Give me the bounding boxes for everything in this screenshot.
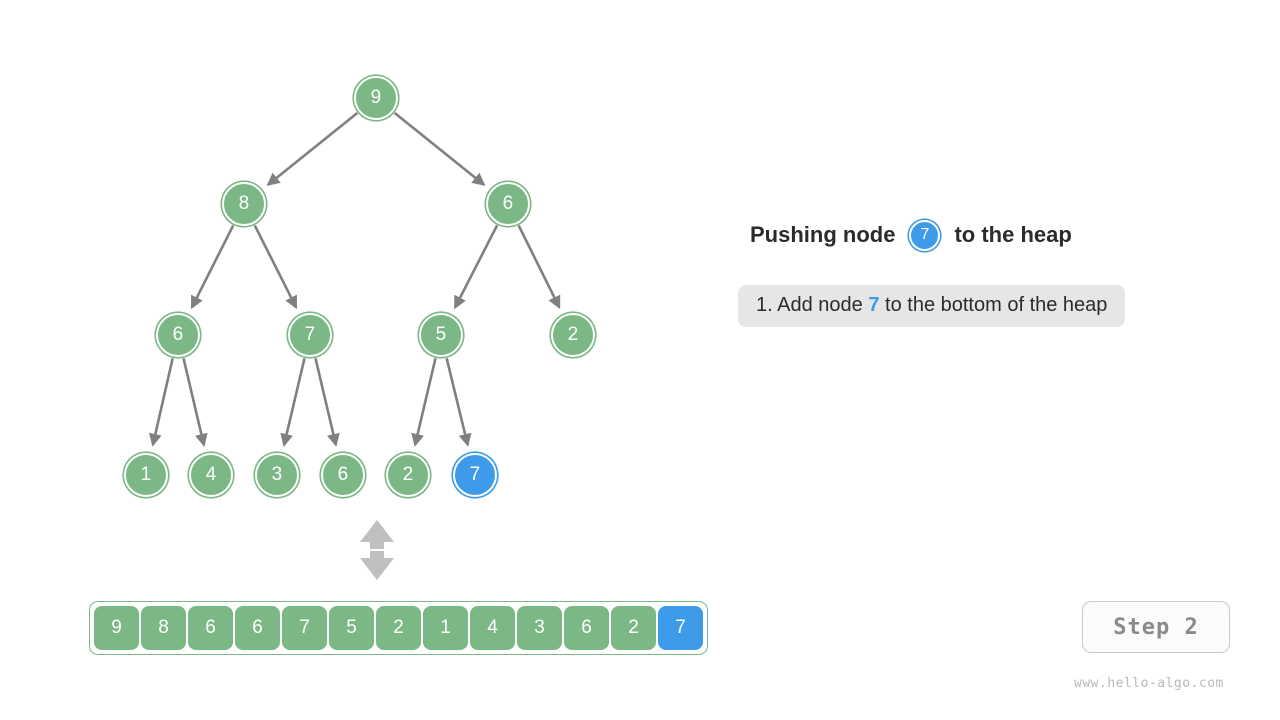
tree-edge [190,224,235,310]
tree-node: 3 [255,453,299,497]
tree-node: 4 [189,453,233,497]
array-cell: 6 [564,606,609,650]
tree-node: 6 [321,453,365,497]
tree-node: 7 [453,453,497,497]
array-cell: 7 [282,606,327,650]
tree-edges-layer [149,112,561,447]
site-watermark: www.hello-algo.com [1074,676,1224,691]
step-description-suffix: to the bottom of the heap [885,294,1108,316]
tree-edge [280,358,306,447]
array-cell: 9 [94,606,139,650]
step-counter-badge: Step 2 [1082,601,1230,653]
tree-edge [453,224,499,310]
array-cell: 7 [658,606,703,650]
tree-node: 1 [124,453,168,497]
step-description-box: 1. Add node 7 to the bottom of the heap [738,285,1126,327]
title-prefix: Pushing node [750,222,896,247]
tree-edge [314,358,340,447]
tree-edge [517,224,561,310]
operation-title: Pushing node 7 to the heap [750,218,1072,252]
tree-edge [411,358,437,447]
title-suffix: to the heap [954,222,1072,247]
array-cell: 3 [517,606,562,650]
array-cell: 5 [329,606,374,650]
tree-node: 2 [551,313,595,357]
array-cell: 2 [611,606,656,650]
tree-node: 2 [386,453,430,497]
array-cell: 2 [376,606,421,650]
tree-edge [182,358,208,447]
step-description-prefix: 1. Add node [756,294,863,316]
tree-edge [253,224,298,310]
tree-node: 8 [222,182,266,226]
tree-edge [266,112,359,186]
title-node-badge: 7 [909,219,941,251]
array-cell: 1 [423,606,468,650]
tree-edge-group [149,112,561,447]
vertical-double-arrow-icon [360,520,394,580]
tree-edge [393,112,486,186]
tree-node: 6 [486,182,530,226]
step-description-highlight: 7 [868,294,880,316]
array-cell: 6 [235,606,280,650]
tree-node: 9 [354,76,398,120]
tree-node: 7 [288,313,332,357]
tree-edge [149,358,174,447]
array-cell: 8 [141,606,186,650]
tree-node: 6 [156,313,200,357]
array-cell: 6 [188,606,233,650]
tree-node: 5 [419,313,463,357]
tree-edge [445,358,472,447]
array-cell: 4 [470,606,515,650]
